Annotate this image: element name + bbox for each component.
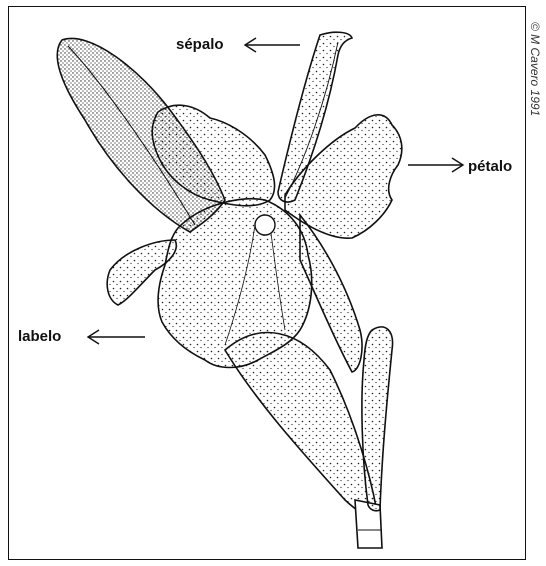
copyright-credit: © M Cavero 1991 [528, 22, 542, 142]
arrow-sepal [245, 38, 300, 52]
sepal-label: sépalo [176, 36, 224, 53]
arrow-petal [408, 158, 463, 172]
lip-label: labelo [18, 328, 61, 345]
labellum [158, 199, 312, 368]
bud [362, 327, 393, 511]
petal-label: pétalo [468, 158, 512, 175]
arrow-lip [88, 330, 145, 344]
